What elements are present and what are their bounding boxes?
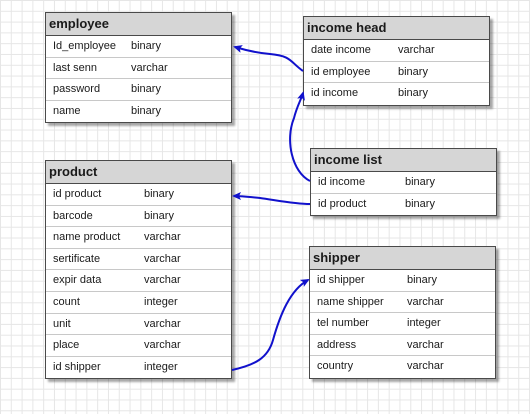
field-name: id income [318,176,366,188]
field-name: id product [318,197,367,210]
field-type: binary [144,209,174,222]
field-row[interactable]: name product varchar [46,227,231,249]
field-type: binary [398,87,428,100]
field-row[interactable]: id income binary [304,83,489,105]
field-row[interactable]: expir data varchar [46,270,231,292]
field-row[interactable]: last senn varchar [46,58,231,80]
field-row[interactable]: country varchar [310,356,495,378]
field-row[interactable]: id income binary [311,172,496,194]
field-type: binary [131,40,161,52]
product-table-title[interactable]: product [46,161,231,184]
field-name: place [53,339,80,352]
field-type: binary [405,176,435,188]
field-type: varchar [144,339,181,352]
field-row[interactable]: name binary [46,101,231,123]
field-row[interactable]: id shipper integer [46,357,231,379]
income-head-table-title[interactable]: income head [304,17,489,40]
field-name: barcode [53,209,93,222]
field-type: binary [131,83,161,96]
field-type: varchar [407,338,444,351]
field-row[interactable]: id product binary [311,194,496,216]
field-type: binary [407,274,437,286]
field-type: varchar [144,317,181,330]
income-list-table-title[interactable]: income list [311,149,496,172]
relation-product-to-shipper[interactable] [231,279,310,371]
field-row[interactable]: barcode binary [46,206,231,228]
relation-income-head-to-employee[interactable] [233,45,304,72]
field-name: address [317,338,357,351]
field-row[interactable]: address varchar [310,335,495,357]
field-type: integer [144,295,178,308]
field-type: integer [407,317,441,330]
field-name: expir data [53,274,102,287]
field-type: varchar [407,360,444,373]
relation-income-list-to-income-head[interactable] [289,91,311,182]
field-name: name product [53,231,121,244]
field-name: count [53,295,80,308]
field-name: sertificate [53,252,101,265]
field-row[interactable]: password binary [46,79,231,101]
field-name: name shipper [317,295,384,308]
field-name: id product [53,188,102,200]
field-row[interactable]: Id_employee binary [46,36,231,58]
field-type: binary [398,65,428,78]
field-type: binary [405,197,435,210]
field-type: integer [144,360,178,373]
field-row[interactable]: count integer [46,292,231,314]
income-list-table[interactable]: income list id income binary id product … [310,148,497,217]
employee-table[interactable]: employee Id_employee binary last senn va… [45,12,232,124]
field-row[interactable]: sertificate varchar [46,249,231,271]
field-name: date income [311,44,371,56]
relation-income-list-to-product[interactable] [232,192,311,205]
field-row[interactable]: unit varchar [46,314,231,336]
field-type: varchar [407,295,444,308]
field-type: varchar [131,61,168,74]
shipper-table-title[interactable]: shipper [310,247,495,270]
shipper-table[interactable]: shipper id shipper binary name shipper v… [309,246,496,379]
product-table[interactable]: product id product binary barcode binary… [45,160,232,380]
field-name: unit [53,317,71,330]
field-name: id shipper [317,274,365,286]
field-name: tel number [317,317,369,330]
field-name: password [53,83,101,96]
field-type: varchar [398,44,435,56]
field-row[interactable]: date income varchar [304,40,489,62]
field-row[interactable]: tel number integer [310,313,495,335]
field-type: binary [131,104,161,117]
field-type: binary [144,188,174,200]
field-row[interactable]: id employee binary [304,62,489,84]
income-head-table[interactable]: income head date income varchar id emplo… [303,16,490,106]
field-row[interactable]: id product binary [46,184,231,206]
field-name: id shipper [53,360,101,373]
field-name: Id_employee [53,40,116,52]
field-type: varchar [144,274,181,287]
field-name: country [317,360,354,373]
field-row[interactable]: id shipper binary [310,270,495,292]
employee-table-title[interactable]: employee [46,13,231,36]
field-type: varchar [144,252,181,265]
field-row[interactable]: place varchar [46,335,231,357]
field-name: id income [311,87,359,100]
field-name: name [53,104,81,117]
field-type: varchar [144,231,181,244]
field-name: last senn [53,61,98,74]
field-row[interactable]: name shipper varchar [310,292,495,314]
field-name: id employee [311,65,371,78]
